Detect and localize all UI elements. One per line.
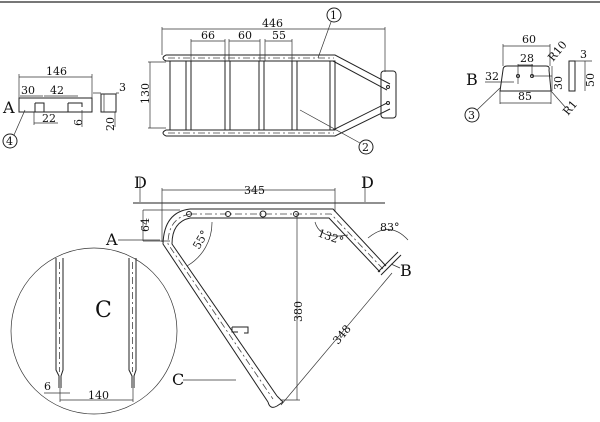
dim-42: 42 [50, 84, 64, 97]
balloon-1-label: 1 [330, 9, 337, 22]
bottom-rail [166, 102, 391, 137]
part-a-detail: 146 30 42 22 6 3 20 A 4 [2, 65, 126, 149]
dim-60: 60 [238, 29, 252, 42]
dim-60: 60 [522, 33, 536, 46]
dim-30: 30 [552, 76, 565, 90]
angle-55: 55° [190, 228, 211, 251]
balloon-3 [464, 107, 480, 123]
dim-30: 30 [21, 84, 35, 97]
top-tube [190, 208, 387, 273]
dim-345: 345 [244, 184, 265, 197]
rungs [185, 60, 336, 131]
label-c: C [172, 370, 184, 389]
side-view: D D 345 64 A 55° 132° 83° B 380 348 C [105, 173, 412, 408]
dim-55: 55 [272, 29, 286, 42]
dim-66: 66 [201, 29, 215, 42]
balloon-3-label: 3 [468, 109, 475, 122]
balloon-4 [2, 133, 18, 149]
balloon-1 [326, 7, 342, 23]
dim-446: 446 [262, 17, 283, 30]
bracket [231, 326, 249, 334]
detail-circle [10, 247, 178, 415]
dim-6: 6 [44, 380, 51, 393]
dim-32: 32 [485, 70, 499, 83]
angle-83: 83° [380, 221, 400, 234]
detail-c: C 6 140 [10, 247, 178, 415]
dim-50: 50 [584, 73, 597, 87]
dim-146: 146 [46, 65, 67, 78]
radius-10: R10 [545, 39, 569, 64]
part-a-side [100, 93, 117, 113]
top-view: 446 66 60 55 130 1 2 [139, 7, 397, 155]
detail-c-title: C [95, 298, 112, 323]
part-b-side [568, 60, 576, 92]
dim-85: 85 [518, 90, 532, 103]
radius-1: R1 [560, 98, 580, 118]
dim-3: 3 [119, 81, 126, 94]
section-d-left: D [134, 173, 147, 192]
dim-6: 6 [72, 119, 85, 126]
dim-28: 28 [520, 52, 534, 65]
holes [186, 210, 299, 218]
plate-b [377, 251, 402, 276]
balloon-4-label: 4 [6, 135, 13, 148]
top-rail [166, 54, 391, 91]
label-b: B [400, 261, 412, 280]
end-plate [380, 70, 397, 119]
part-a-label: A [2, 98, 15, 117]
dim-22: 22 [42, 112, 56, 125]
balloon-2-label: 2 [362, 141, 369, 154]
dim-348: 348 [330, 322, 353, 346]
part-b-label: B [466, 70, 478, 89]
dim-3: 3 [580, 48, 587, 61]
dim-446-line [161, 27, 386, 72]
dim-20: 20 [104, 117, 117, 131]
part-b-detail: 60 28 32 30 85 R10 R1 3 50 B 3 [464, 33, 597, 123]
label-a: A [105, 230, 118, 249]
rail-ends [162, 54, 167, 137]
dim-64: 64 [139, 218, 152, 232]
dim-140: 140 [88, 389, 109, 402]
angle-132: 132° [316, 227, 345, 248]
section-d-right: D [361, 173, 374, 192]
dim-130: 130 [139, 83, 152, 104]
rear-tube [162, 208, 278, 403]
dim-380: 380 [292, 301, 305, 322]
balloon-2 [358, 139, 374, 155]
